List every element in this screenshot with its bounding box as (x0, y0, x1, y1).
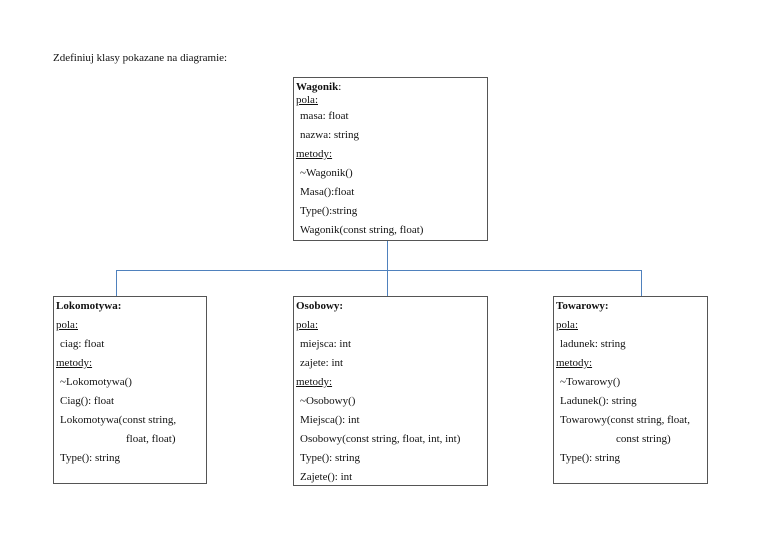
field: ciag: float (60, 338, 105, 350)
task-instruction: Zdefiniuj klasy pokazane na diagramie: (53, 52, 228, 64)
field: miejsca: int (300, 338, 352, 350)
method: Miejsca(): int (300, 414, 360, 426)
method: ~Towarowy() (560, 376, 621, 388)
method: Masa():float (300, 186, 355, 198)
method: Type(): string (560, 452, 621, 464)
class-osobowy: Osobowy: pola: miejsca: int zajete: int … (293, 296, 488, 486)
fields-label: pola: (296, 94, 318, 106)
title-suffix: : (338, 81, 342, 93)
methods-label: metody: (296, 148, 333, 160)
method: Osobowy(const string, float, int, int) (300, 433, 461, 445)
class-title: Osobowy: (296, 300, 344, 312)
methods-label: metody: (56, 357, 93, 369)
class-title: Towarowy: (556, 300, 609, 312)
class-wagonik: Wagonik: pola: masa: float nazwa: string… (293, 77, 488, 241)
field: masa: float (300, 110, 349, 122)
method: Wagonik(const string, float) (300, 224, 424, 236)
method: Towarowy(const string, float, (560, 414, 690, 426)
class-title: Wagonik: (296, 81, 487, 94)
field: nazwa: string (300, 129, 359, 141)
method: Ladunek(): string (560, 395, 637, 407)
fields-label: pola: (556, 319, 578, 331)
method: Lokomotywa(const string, (60, 414, 177, 426)
class-title: Lokomotywa: (56, 300, 122, 312)
methods-label: metody: (556, 357, 593, 369)
method: ~Lokomotywa() (60, 376, 132, 388)
field: ladunek: string (560, 338, 626, 350)
method: Zajete(): int (300, 471, 353, 483)
methods-label: metody: (296, 376, 333, 388)
method: ~Wagonik() (300, 167, 353, 179)
fields-label: pola: (296, 319, 318, 331)
method-continuation: const string) (616, 433, 671, 445)
fields-label: pola: (56, 319, 78, 331)
method: Type(): string (300, 452, 361, 464)
field: zajete: int (300, 357, 344, 369)
method: Ciag(): float (60, 395, 115, 407)
method: ~Osobowy() (300, 395, 356, 407)
method: Type():string (300, 205, 358, 217)
class-lokomotywa: Lokomotywa: pola: ciag: float metody: ~L… (53, 296, 207, 484)
class-name: Wagonik (296, 81, 339, 93)
method: Type(): string (60, 452, 121, 464)
method-continuation: float, float) (126, 433, 176, 445)
class-towarowy: Towarowy: pola: ladunek: string metody: … (553, 296, 708, 484)
